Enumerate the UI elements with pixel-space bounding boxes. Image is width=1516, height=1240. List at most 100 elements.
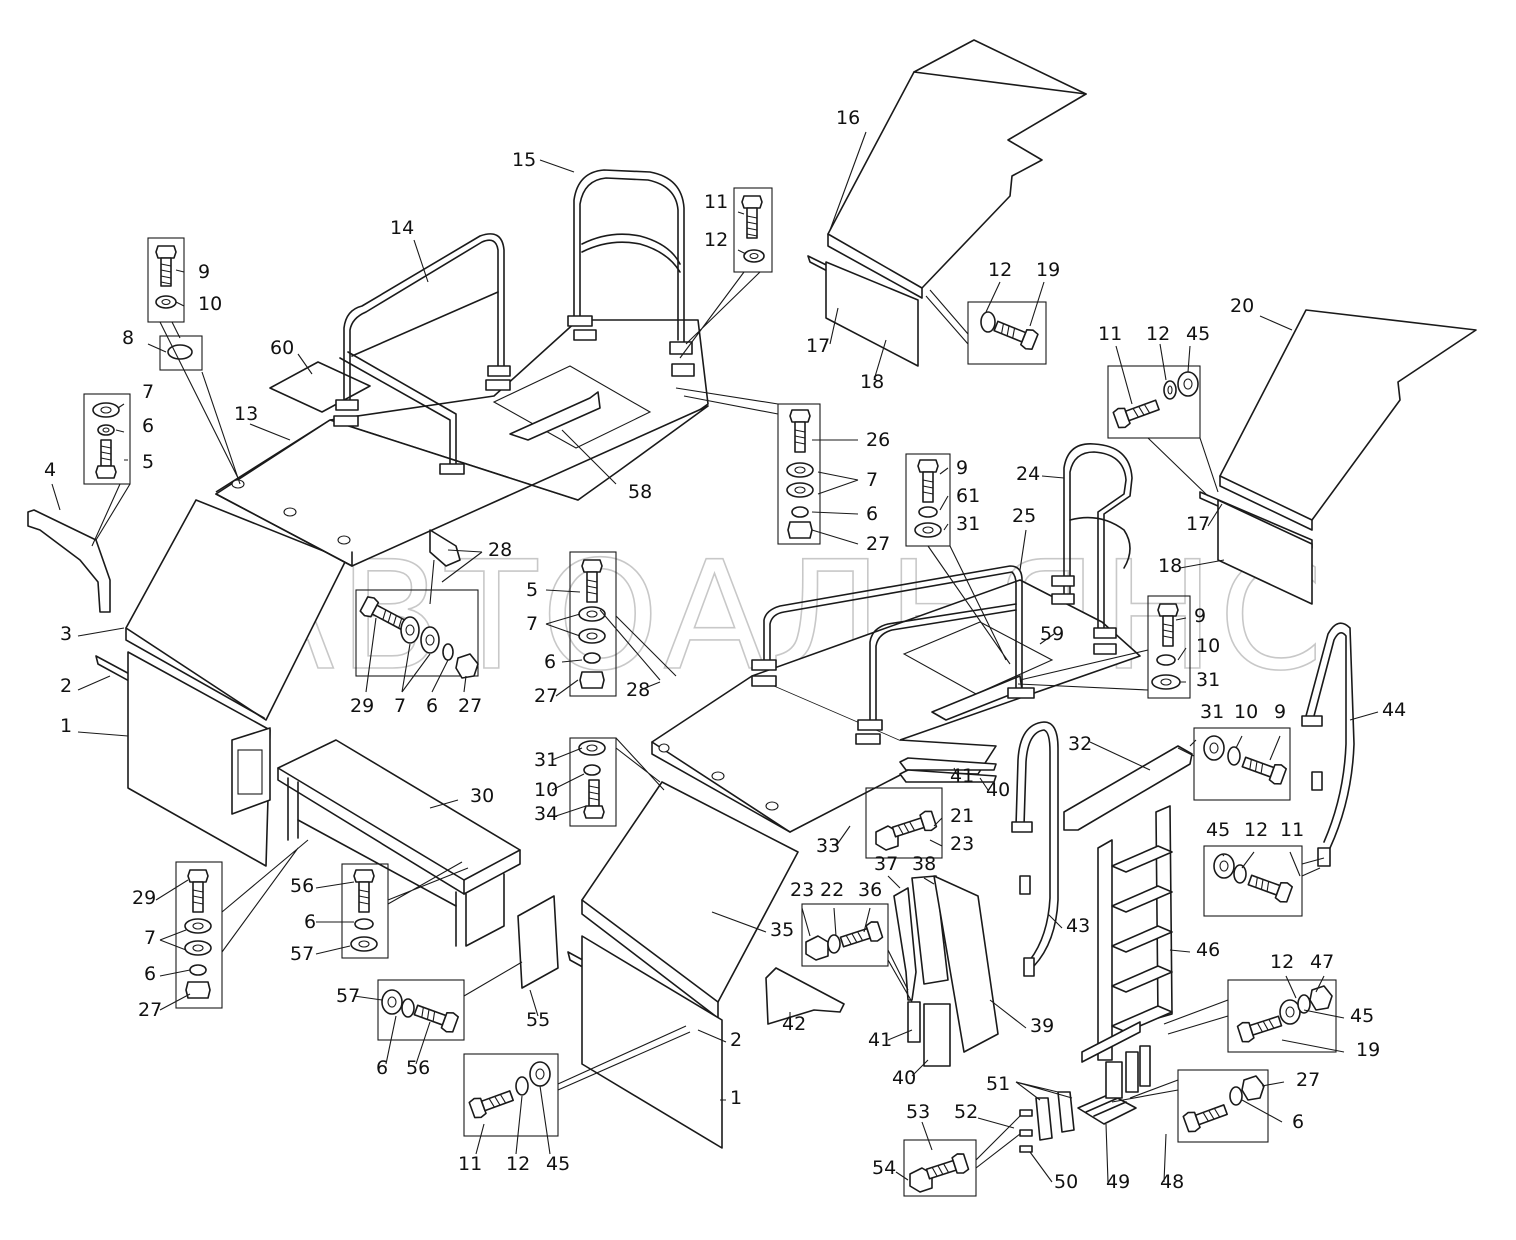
part-label: 27: [866, 533, 890, 555]
part-label: 39: [1030, 1015, 1054, 1037]
part-label: 6: [426, 695, 438, 717]
part-label: 51: [986, 1073, 1010, 1095]
part-label: 38: [912, 853, 936, 875]
part-label: 40: [986, 779, 1010, 801]
part-label: 53: [906, 1101, 930, 1123]
part-label: 21: [950, 805, 974, 827]
part-label: 11: [704, 191, 728, 213]
part-label: 11: [1098, 323, 1122, 345]
leader-lines: [51, 131, 1379, 1183]
part-label: 47: [1310, 951, 1334, 973]
part-label: 33: [816, 835, 840, 857]
part-label: 27: [534, 685, 558, 707]
part-label: 7: [866, 469, 878, 491]
part-label: 12: [506, 1153, 530, 1175]
part-label: 29: [132, 887, 156, 909]
right-platform-assembly: [277, 443, 1355, 1153]
part-label: 25: [1012, 505, 1036, 527]
part-label: 6: [1292, 1111, 1304, 1133]
part-label: 7: [142, 381, 154, 403]
part-label: 17: [806, 335, 830, 357]
part-label: 1: [60, 715, 72, 737]
part-label: 19: [1356, 1039, 1380, 1061]
part-label: 59: [1040, 623, 1064, 645]
part-label: 24: [1016, 463, 1040, 485]
left-fender-assembly: [27, 169, 709, 867]
part-label: 45: [1350, 1005, 1374, 1027]
part-label: 31: [1196, 669, 1220, 691]
part-label: 45: [1206, 819, 1230, 841]
part-label: 28: [488, 539, 512, 561]
part-label: 61: [956, 485, 980, 507]
part-label: 27: [1296, 1069, 1320, 1091]
part-label: 31: [1200, 701, 1224, 723]
part-label: 9: [1274, 701, 1286, 723]
part-label: 10: [1196, 635, 1220, 657]
part-label: 52: [954, 1101, 978, 1123]
part-label: 30: [470, 785, 494, 807]
part-label: 4: [44, 459, 56, 481]
part-label: 54: [872, 1157, 896, 1179]
part-label: 5: [526, 579, 538, 601]
part-label: 55: [526, 1009, 550, 1031]
part-label: 12: [1146, 323, 1170, 345]
part-label: 44: [1382, 699, 1406, 721]
part-label: 2: [730, 1029, 742, 1051]
part-label: 23: [950, 833, 974, 855]
part-label: 45: [1186, 323, 1210, 345]
part-label: 46: [1196, 939, 1220, 961]
part-label: 57: [336, 985, 360, 1007]
part-label: 9: [1194, 605, 1206, 627]
part-label: 13: [234, 403, 258, 425]
part-label: 12: [704, 229, 728, 251]
part-label: 50: [1054, 1171, 1078, 1193]
part-label: 2: [60, 675, 72, 697]
part-label: 19: [1036, 259, 1060, 281]
part-label: 8: [122, 327, 134, 349]
part-label: 3: [60, 623, 72, 645]
part-label: 6: [304, 911, 316, 933]
part-label: 20: [1230, 295, 1254, 317]
part-label: 41: [868, 1029, 892, 1051]
part-label: 7: [394, 695, 406, 717]
part-label: 1: [730, 1087, 742, 1109]
part-label: 28: [626, 679, 650, 701]
fasteners: [92, 195, 1333, 1193]
part-label: 57: [290, 943, 314, 965]
part-label: 6: [376, 1057, 388, 1079]
part-label: 49: [1106, 1171, 1130, 1193]
part-label: 5: [142, 451, 154, 473]
part-label: 12: [1270, 951, 1294, 973]
part-label: 9: [956, 457, 968, 479]
part-label: 11: [1280, 819, 1304, 841]
part-label: 56: [406, 1057, 430, 1079]
part-label: 18: [1158, 555, 1182, 577]
part-label: 29: [350, 695, 374, 717]
part-label: 42: [782, 1013, 806, 1035]
part-label: 10: [534, 779, 558, 801]
part-label: 18: [860, 371, 884, 393]
part-label: 27: [138, 999, 162, 1021]
part-label: 15: [512, 149, 536, 171]
part-label: 6: [544, 651, 556, 673]
part-label: 10: [1234, 701, 1258, 723]
part-label: 41: [950, 765, 974, 787]
part-label: 12: [988, 259, 1012, 281]
part-label: 9: [198, 261, 210, 283]
part-label: 48: [1160, 1171, 1184, 1193]
part-label: 7: [144, 927, 156, 949]
part-label: 45: [546, 1153, 570, 1175]
right-hood-assembly: [807, 39, 1477, 605]
part-label: 37: [874, 853, 898, 875]
part-label: 56: [290, 875, 314, 897]
part-label: 10: [198, 293, 222, 315]
part-label: 17: [1186, 513, 1210, 535]
part-label: 7: [526, 613, 538, 635]
part-label: 16: [836, 107, 860, 129]
part-label: 58: [628, 481, 652, 503]
part-label: 40: [892, 1067, 916, 1089]
part-label: 12: [1244, 819, 1268, 841]
